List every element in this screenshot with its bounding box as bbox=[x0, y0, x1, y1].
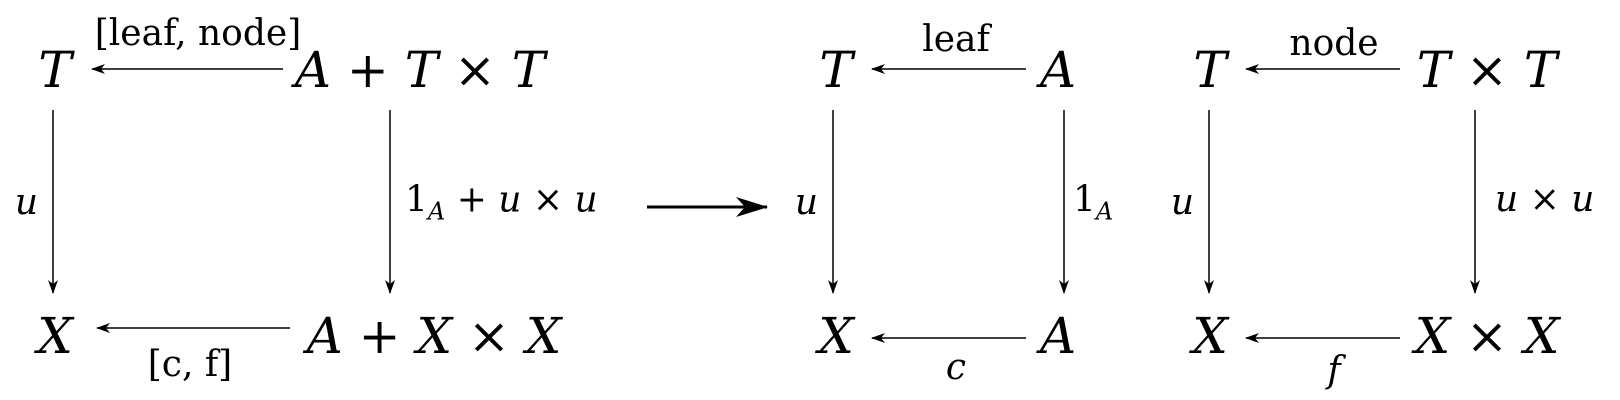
s3-object-bottom-left: X bbox=[1192, 307, 1228, 365]
s3-object-top-right: T × T bbox=[1416, 41, 1558, 99]
s2-object-top-right: A bbox=[1039, 41, 1077, 99]
s2-right-label-main: 1 bbox=[1073, 179, 1096, 221]
s2-bottom-label: c bbox=[945, 347, 967, 388]
s3-right-label: u × u bbox=[1495, 179, 1595, 220]
s2-top-label: leaf bbox=[922, 19, 990, 60]
s1-right-label-rest: + u × u bbox=[445, 179, 598, 221]
s1-bottom-label: [c, f] bbox=[147, 344, 233, 385]
s1-object-top-left: T bbox=[38, 41, 72, 99]
s3-bottom-label: f bbox=[1327, 350, 1341, 391]
s3-top-label: node bbox=[1289, 23, 1379, 64]
s2-right-label-sub: A bbox=[1095, 197, 1114, 226]
s3-object-top-left: T bbox=[1193, 41, 1227, 99]
s1-right-label-sub: A bbox=[427, 197, 446, 226]
s1-object-bottom-right: A + X × X bbox=[306, 307, 562, 365]
s2-object-top-left: T bbox=[819, 41, 853, 99]
s2-left-label: u bbox=[794, 182, 818, 223]
s1-right-label-main: 1 bbox=[405, 179, 428, 221]
s2-object-bottom-right: A bbox=[1039, 307, 1077, 365]
s1-object-top-right: A + T × T bbox=[294, 41, 546, 99]
s1-left-label: u bbox=[14, 182, 38, 223]
s3-left-label: u bbox=[1170, 182, 1194, 223]
s2-object-bottom-left: X bbox=[818, 307, 854, 365]
s3-object-bottom-right: X × X bbox=[1414, 307, 1560, 365]
s1-top-label: [leaf, node] bbox=[94, 13, 302, 54]
s1-right-label: 1A + u × u bbox=[405, 179, 598, 226]
s1-object-bottom-left: X bbox=[37, 307, 73, 365]
s2-right-label: 1A bbox=[1073, 179, 1114, 226]
